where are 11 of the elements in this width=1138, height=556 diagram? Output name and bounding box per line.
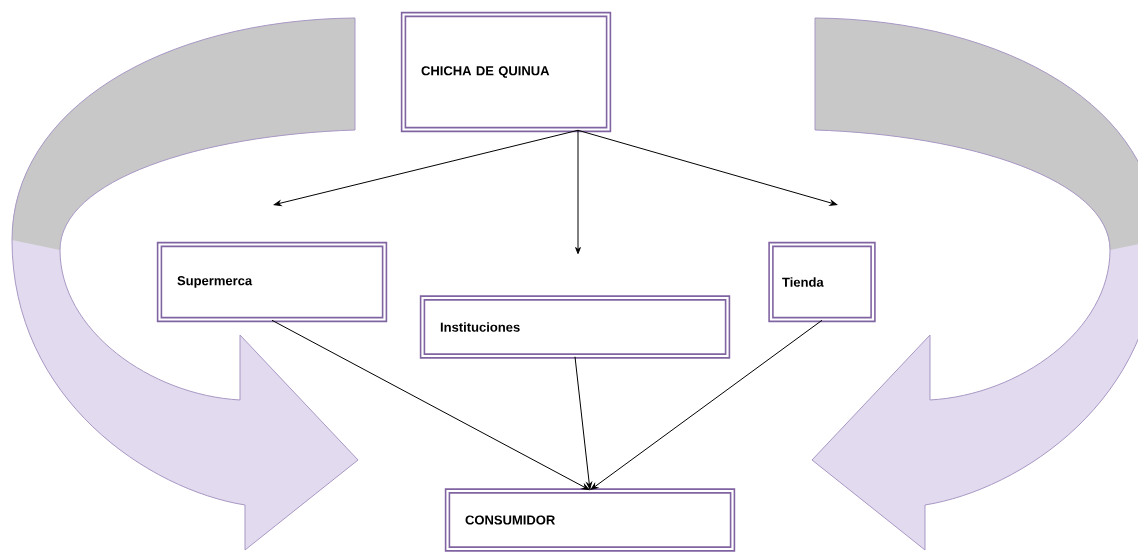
arrow xyxy=(575,129,581,255)
channel-box: Instituciones xyxy=(419,295,731,359)
arrow xyxy=(590,319,823,490)
channel-box: CHICHA DE QUINUA xyxy=(400,11,612,133)
channel-box: Supermerca xyxy=(156,241,388,323)
arrow xyxy=(273,129,579,206)
arrow xyxy=(577,129,838,206)
channel-box: Tienda xyxy=(768,241,876,323)
arrow xyxy=(574,356,593,490)
arrow xyxy=(271,319,590,491)
channel-box: CONSUMIDOR xyxy=(444,488,736,552)
